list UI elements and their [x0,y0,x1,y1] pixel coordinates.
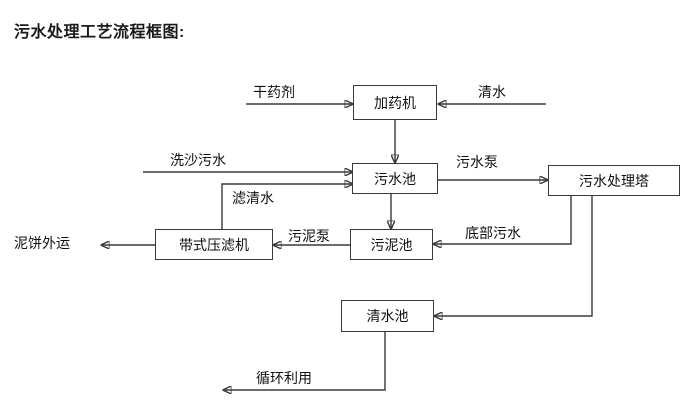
node-dosing-machine-label: 加药机 [374,94,416,111]
label-clean-water: 清水 [478,84,506,100]
node-belt-filter-press[interactable]: 带式压滤机 [155,229,273,260]
page-title: 污水处理工艺流程框图: [14,24,185,41]
node-sewage-treatment-tower-label: 污水处理塔 [579,172,649,189]
label-sand-washing-sewage: 洗沙污水 [170,152,226,168]
label-sludge-pump: 污泥泵 [288,228,330,244]
node-belt-filter-press-label: 带式压滤机 [179,236,249,253]
node-clear-water-pool-label: 清水池 [366,308,409,324]
node-clear-water-pool[interactable]: 清水池 [341,300,434,332]
node-sewage-pool-label: 污水池 [374,170,416,187]
node-sewage-treatment-tower[interactable]: 污水处理塔 [548,165,680,196]
node-sewage-pool[interactable]: 污水池 [352,163,438,194]
node-sludge-pool[interactable]: 污泥池 [350,229,433,260]
label-mud-cake-transport: 泥饼外运 [14,235,70,251]
wire-bottom-sewage [433,196,572,244]
wire-tower-to-clear-water-pool [434,196,593,316]
label-bottom-sewage: 底部污水 [465,225,521,241]
wire-filtered-clear-water [221,184,353,229]
label-recycling-reuse: 循环利用 [256,370,312,386]
wire-recycling-reuse [223,332,386,390]
node-sludge-pool-label: 污泥池 [370,236,413,253]
node-dosing-machine[interactable]: 加药机 [353,85,437,120]
label-sewage-pump: 污水泵 [456,154,498,170]
label-filtered-clear-water: 滤清水 [232,190,274,206]
label-dry-chemical: 干药剂 [253,84,295,100]
